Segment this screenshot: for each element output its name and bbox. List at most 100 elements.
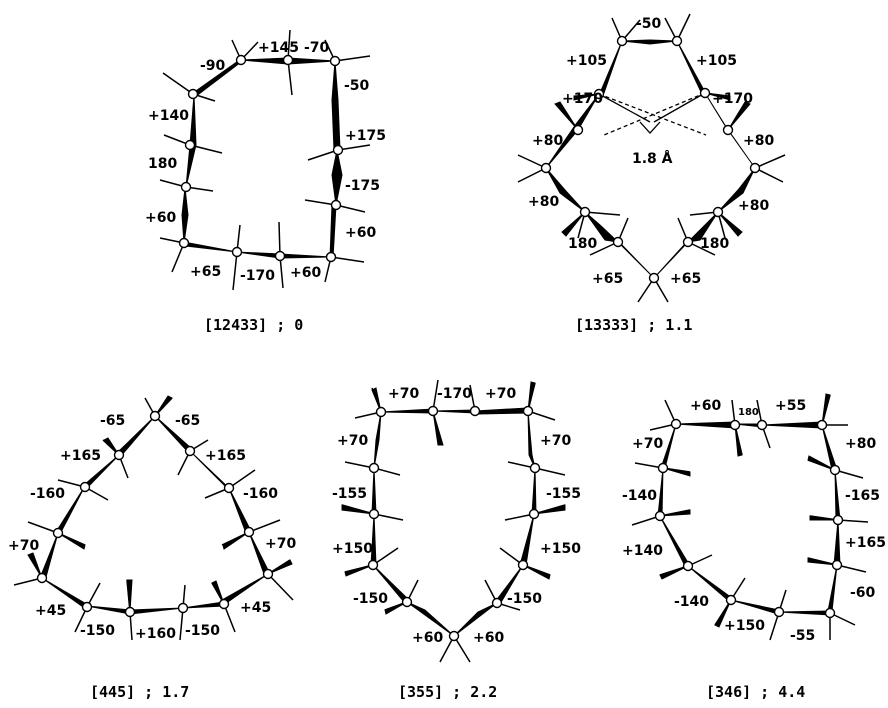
bond [519,513,535,566]
angle-label: +160 [135,626,176,642]
angle-label: +45 [35,603,66,619]
angle-label: -70 [304,40,330,56]
angle-label: -140 [622,488,657,504]
angle-label: -60 [850,585,876,601]
bond [730,599,780,615]
bond [211,580,225,605]
angle-label: -140 [674,594,709,610]
angle-label: +170 [562,91,603,107]
angle-label: +170 [712,91,753,107]
bond [453,602,498,637]
bond [833,519,841,566]
angle-label: +80 [743,133,774,149]
angle-label: +70 [265,536,296,552]
bond [522,564,551,580]
bond [182,601,225,609]
bond [406,601,455,637]
caption: [12433] ; 0 [204,316,303,334]
caption: [346] ; 4.4 [706,683,805,701]
angle-label: -150 [80,623,115,639]
angle-label: -170 [240,268,275,284]
bond [657,467,664,517]
angle-label: +140 [622,543,663,559]
angle-label: +145 [258,40,299,56]
bond [727,101,751,131]
angle-label: -150 [507,591,542,607]
bond [827,564,838,612]
bond [432,409,476,414]
angle-label: +150 [332,541,373,557]
angle-label: +65 [592,271,623,287]
angle-label: -175 [345,178,380,194]
angle-label: +70 [540,433,571,449]
bond [267,559,293,575]
angle-label: +80 [845,436,876,452]
bond [432,410,444,446]
bond [834,469,841,521]
bond [617,241,655,279]
angle-label: +150 [724,618,765,634]
bond [373,411,382,469]
bond [380,408,434,414]
angle-label: +80 [532,133,563,149]
angle-label: +165 [845,535,886,551]
caption: [445] ; 1.7 [90,683,189,701]
angle-label: +55 [775,398,806,414]
bond [704,92,731,101]
angle-label: -150 [185,623,220,639]
angle-label: +60 [345,225,376,241]
bond [183,241,238,253]
bond [807,455,836,471]
angle-label: +165 [60,448,101,464]
bond [659,565,689,580]
bond [659,515,691,567]
angle-label: -155 [546,486,581,502]
angle-label: -90 [200,58,226,74]
bond [714,599,732,628]
ring-12433 [159,29,371,291]
angle-label: +60 [690,398,721,414]
angle-label: -155 [332,486,367,502]
angle-label: +175 [345,128,386,144]
bond [561,211,586,237]
bond [659,509,691,517]
angle-label: 180 [568,236,597,252]
angle-label: -50 [636,16,662,32]
bond [371,467,377,515]
bond [809,515,839,521]
angle-label: +60 [145,210,176,226]
angle-label: -50 [344,78,370,94]
angle-label: +105 [566,53,607,69]
labels-346: +60 180 +55 +70 +80 -140 -165 +140 +165 … [622,398,886,701]
angle-label: +65 [190,264,221,280]
bond [103,437,120,456]
bond [734,424,743,457]
angle-label: 180 [700,236,729,252]
angle-label: +70 [632,436,663,452]
angle-label: +45 [240,600,271,616]
bond [533,504,566,515]
bond [821,424,838,471]
angle-label: -160 [30,486,65,502]
bond [27,552,43,579]
angle-label: +105 [696,53,737,69]
labels-13333: -50 +105 +105 +170 +170 +80 +80 +80 +80 … [528,16,774,334]
angle-label: 180 [148,156,177,172]
angle-label: -165 [845,488,880,504]
bond [181,187,189,244]
angle-label: +70 [337,433,368,449]
bond [331,60,341,151]
angle-label: -170 [437,386,472,402]
bond [717,211,743,237]
angle-label: 180 [738,407,759,418]
labels-355: +70 -170 +70 +70 +70 -155 -155 +150 +150… [332,386,581,701]
bond [660,423,677,469]
labels-12433: -90 +145 -70 -50 +175 -175 +60 +60 -170 … [145,40,386,334]
bond [39,532,59,579]
bond [778,610,831,616]
bond [807,557,838,566]
bond [473,407,530,415]
caption: [13333] ; 1.1 [575,316,692,334]
